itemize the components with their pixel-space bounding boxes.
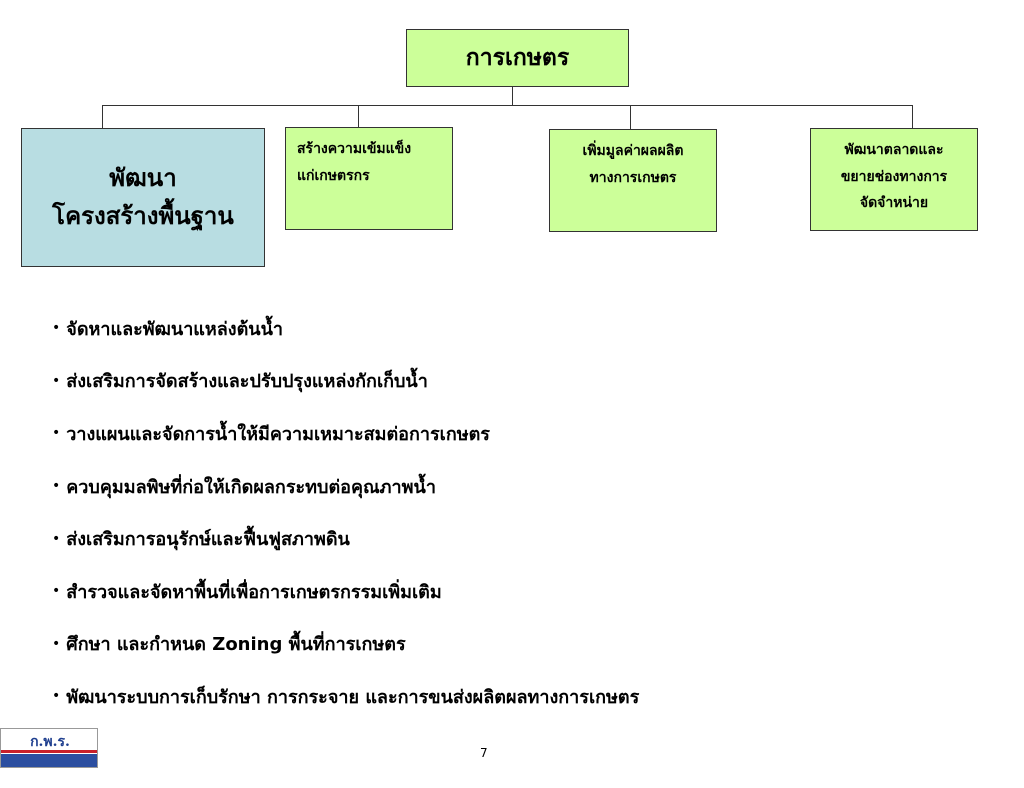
list-item-text: ส่งเสริมการอนุรักษ์และฟื้นฟูสภาพดิน <box>66 529 350 551</box>
list-item: • ส่งเสริมการจัดสร้างและปรับปรุงแหล่งกักเ… <box>52 355 639 408</box>
branch-label-line: พัฒนาตลาดและ <box>844 142 944 158</box>
logo-text: ก.พ.ร. <box>30 734 70 750</box>
branch-label-line: ขยายช่องทางการ <box>840 168 948 185</box>
bullet-marker: • <box>52 530 61 547</box>
bullet-marker: • <box>52 478 61 495</box>
root-node: การเกษตร <box>406 29 629 87</box>
branch-label-line: สร้างความเข้มแข็ง <box>297 141 412 157</box>
branch-label-line: โครงสร้างพื้นฐาน <box>52 201 234 230</box>
bullet-marker: • <box>52 425 61 442</box>
branch-label-line: พัฒนา <box>109 164 177 193</box>
bullet-marker: • <box>52 372 61 389</box>
list-item-text: จัดหาและพัฒนาแหล่งต้นน้ำ <box>66 318 284 340</box>
list-item: • ศึกษา และกำหนด Zoning พื้นที่การเกษตร <box>52 618 639 671</box>
branch-node-infrastructure: พัฒนา โครงสร้างพื้นฐาน <box>21 128 265 267</box>
logo-red-stripe <box>1 750 97 753</box>
list-item: • วางแผนและจัดการน้ำให้มีความเหมาะสมต่อกา… <box>52 407 639 460</box>
branch-label-line: เพิ่มมูลค่าผลผลิต <box>582 143 684 159</box>
list-item-text: พัฒนาระบบการเก็บรักษา การกระจาย และการขน… <box>66 686 640 708</box>
connector-branch-2 <box>358 105 359 127</box>
logo-blue-band: สำนักงานคณะกรรมการพัฒนาระบบราชการ <box>1 754 97 787</box>
list-item-text: ศึกษา และกำหนด Zoning พื้นที่การเกษตร <box>66 634 406 656</box>
list-item: • จัดหาและพัฒนาแหล่งต้นน้ำ <box>52 302 639 355</box>
logo-subtitle: สำนักงานคณะกรรมการพัฒนาระบบราชการ <box>3 782 80 787</box>
branch-node-add-value: เพิ่มมูลค่าผลผลิต ทางการเกษตร <box>549 129 717 232</box>
bullet-marker: • <box>52 320 61 337</box>
list-item-text: สำรวจและจัดหาพื้นที่เพื่อการเกษตรกรรมเพิ… <box>66 581 442 603</box>
list-item: • ส่งเสริมการอนุรักษ์และฟื้นฟูสภาพดิน <box>52 512 639 565</box>
connector-branch-1 <box>102 105 103 128</box>
opdc-logo: ก.พ.ร. สำนักงานคณะกรรมการพัฒนาระบบราชการ <box>0 728 98 787</box>
bullet-marker: • <box>52 635 61 652</box>
list-item: • ควบคุมมลพิษที่ก่อให้เกิดผลกระทบต่อคุณภา… <box>52 460 639 513</box>
bullet-marker: • <box>52 688 61 705</box>
page-number: 7 <box>480 746 488 760</box>
list-item-text: วางแผนและจัดการน้ำให้มีความเหมาะสมต่อการ… <box>66 423 490 445</box>
bullet-list: • จัดหาและพัฒนาแหล่งต้นน้ำ • ส่งเสริมการจั… <box>52 302 639 723</box>
connector-branch-4 <box>912 105 913 128</box>
root-node-label: การเกษตร <box>465 45 570 71</box>
branch-label-line: จัดจำหน่าย <box>859 195 929 212</box>
branch-node-strengthen-farmers: สร้างความเข้มแข็ง แก่เกษตรกร <box>285 127 453 230</box>
list-item: • พัฒนาระบบการเก็บรักษา การกระจาย และการข… <box>52 670 639 723</box>
connector-branch-3 <box>630 105 631 129</box>
connector-root-down <box>512 87 513 105</box>
list-item: • สำรวจและจัดหาพื้นที่เพื่อการเกษตรกรรมเพ… <box>52 565 639 618</box>
branch-label-line: ทางการเกษตร <box>589 169 677 186</box>
bullet-marker: • <box>52 583 61 600</box>
list-item-text: ส่งเสริมการจัดสร้างและปรับปรุงแหล่งกักเก… <box>66 371 428 393</box>
branch-label-line: แก่เกษตรกร <box>297 167 370 184</box>
connector-horizontal <box>102 105 913 106</box>
list-item-text: ควบคุมมลพิษที่ก่อให้เกิดผลกระทบต่อคุณภาพ… <box>66 476 436 498</box>
branch-node-market-development: พัฒนาตลาดและ ขยายช่องทางการ จัดจำหน่าย <box>810 128 978 231</box>
